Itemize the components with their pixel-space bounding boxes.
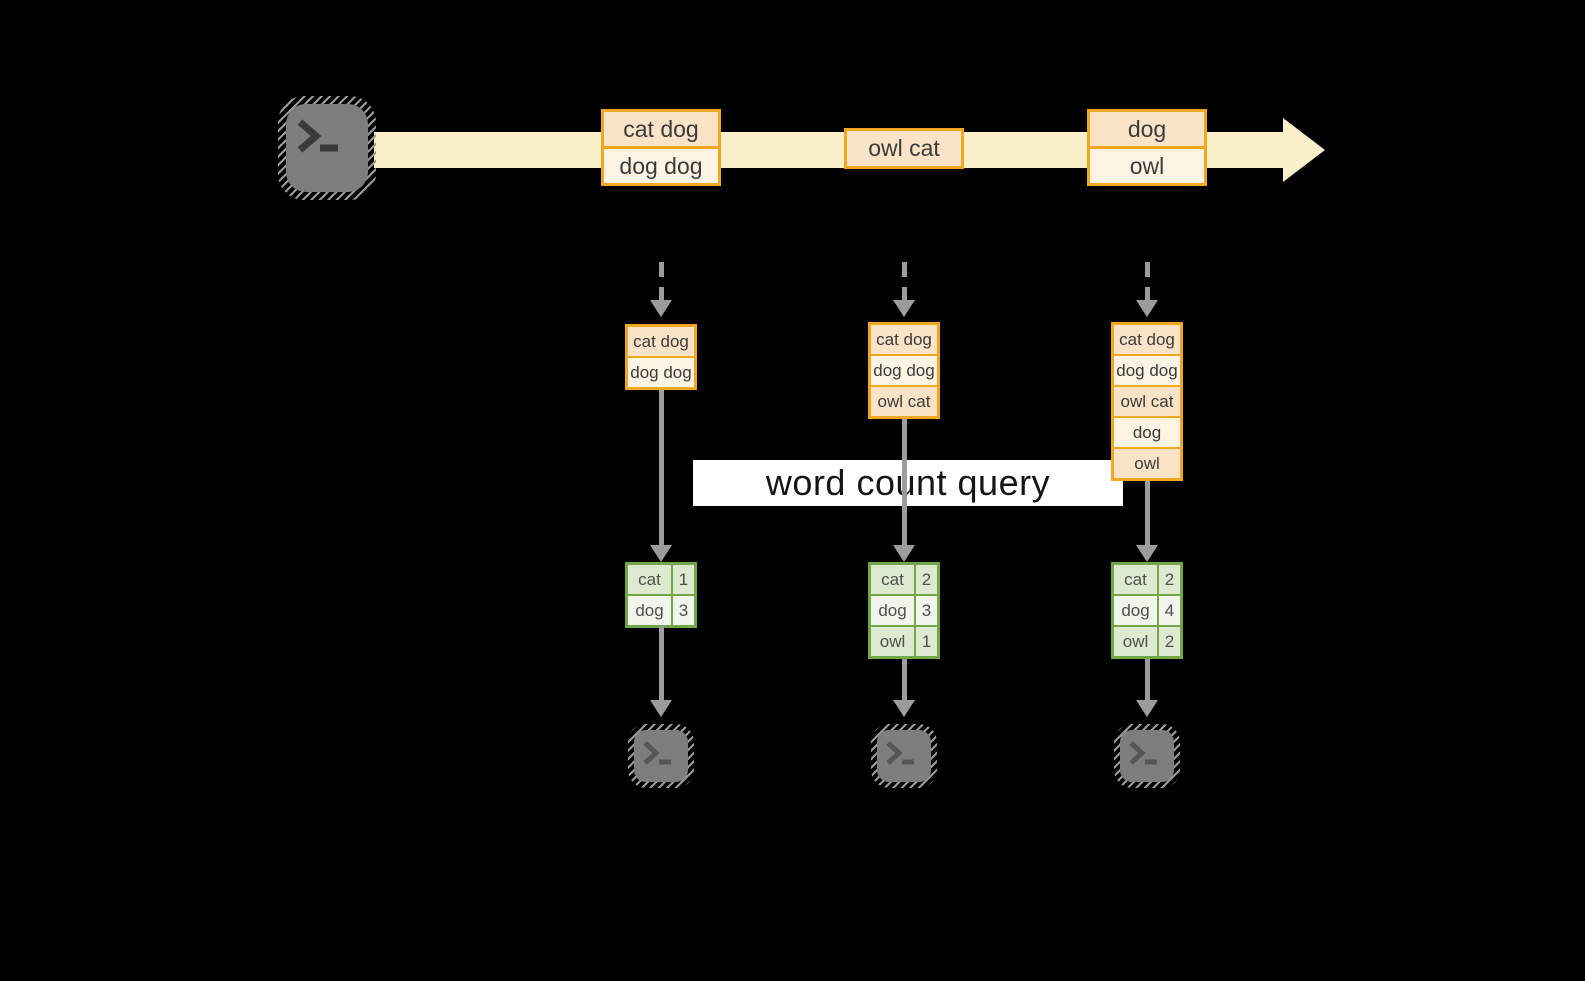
accumulated-input-2: cat dog dog dog owl cat [868,322,940,419]
accumulated-input-3: cat dog dog dog owl cat dog owl [1111,322,1183,481]
batch-line: dog dog [628,356,694,387]
arrowhead-icon [1136,545,1158,562]
batch-line: owl cat [847,131,961,166]
count-cell: 4 [1157,596,1180,625]
count-cell: 2 [1157,565,1180,594]
arrowhead-icon [1136,300,1158,317]
result-to-sink-arrow [902,659,907,700]
accumulated-input-1: cat dog dog dog [625,324,697,390]
table-row: cat 2 [1114,565,1180,594]
word-cell: cat [1124,569,1147,589]
stream-to-table-arrow [902,262,907,302]
result-to-sink-arrow [659,626,664,700]
wordcount-table-1: cat 1 dog 3 [625,562,697,628]
table-row: cat 1 [628,565,694,594]
batch-line: cat dog [604,112,718,146]
arrowhead-icon [893,700,915,717]
word-cell: dog [878,600,907,620]
table-row: owl 1 [871,625,937,656]
arrowhead-icon [650,300,672,317]
batch-line: dog dog [1114,354,1180,385]
stream-batch-1: cat dog dog dog [601,109,721,186]
sink-terminal-icon [871,724,937,788]
batch-line: dog dog [604,146,718,183]
batch-line: owl cat [1114,385,1180,416]
table-row: dog 3 [628,594,694,625]
stream-batch-2: owl cat [844,128,964,169]
query-arrow [902,419,907,545]
arrowhead-icon [650,545,672,562]
sink-terminal-icon [628,724,694,788]
word-cell: cat [638,569,661,589]
arrowhead-icon [650,700,672,717]
wordcount-table-3: cat 2 dog 4 owl 2 [1111,562,1183,659]
count-cell: 3 [914,596,937,625]
table-row: owl 2 [1114,625,1180,656]
arrowhead-icon [893,545,915,562]
batch-line: cat dog [871,325,937,354]
arrowhead-icon [893,300,915,317]
table-row: dog 4 [1114,594,1180,625]
terminal-body [1120,730,1174,782]
word-cell: dog [1121,600,1150,620]
query-label: word count query [693,460,1123,506]
sink-terminal-icon [1114,724,1180,788]
count-cell: 1 [671,565,694,594]
batch-line: owl cat [871,385,937,416]
batch-line: dog [1090,112,1204,146]
terminal-prompt-icon [643,741,671,765]
wordcount-table-2: cat 2 dog 3 owl 1 [868,562,940,659]
stream-to-table-arrow [659,262,664,302]
word-cell: cat [881,569,904,589]
batch-line: owl [1114,447,1180,478]
table-row: cat 2 [871,565,937,594]
batch-line: dog [1114,416,1180,447]
batch-line: owl [1090,146,1204,183]
terminal-body [286,104,368,192]
count-cell: 2 [914,565,937,594]
word-cell: dog [635,600,664,620]
batch-line: cat dog [1114,325,1180,354]
result-to-sink-arrow [1145,659,1150,700]
batch-line: dog dog [871,354,937,385]
terminal-body [877,730,931,782]
stream-arrowhead-icon [1283,118,1325,182]
count-cell: 2 [1157,627,1180,656]
word-cell: owl [1122,631,1149,651]
terminal-prompt-icon [886,741,914,765]
stream-to-table-arrow [1145,262,1150,302]
table-row: dog 3 [871,594,937,625]
source-terminal-icon [278,96,376,200]
query-arrow [659,390,664,545]
word-cell: owl [879,631,906,651]
stream-batch-3: dog owl [1087,109,1207,186]
terminal-prompt-icon [297,119,338,153]
count-cell: 1 [914,627,937,656]
terminal-body [634,730,688,782]
batch-line: cat dog [628,327,694,356]
query-arrow [1145,481,1150,545]
arrowhead-icon [1136,700,1158,717]
terminal-prompt-icon [1129,741,1157,765]
count-cell: 3 [671,596,694,625]
